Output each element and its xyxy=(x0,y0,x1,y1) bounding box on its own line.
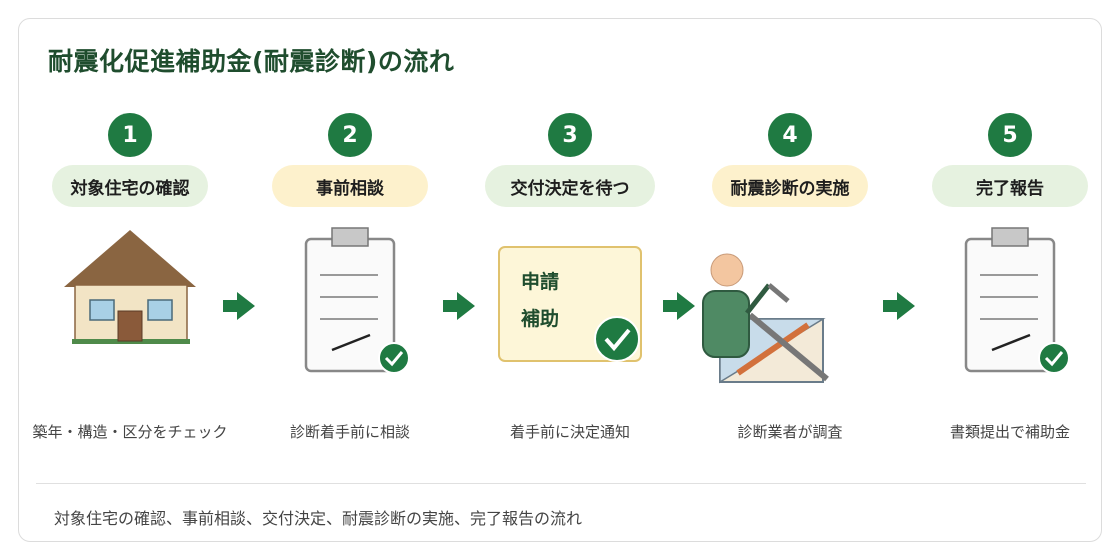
arrow-right-icon xyxy=(663,292,695,320)
step-label-1: 対象住宅の確認 xyxy=(52,165,208,207)
page-title: 耐震化促進補助金(耐震診断)の流れ xyxy=(48,47,455,76)
application-line-2: 補助 xyxy=(520,307,559,330)
arrow-right-icon xyxy=(883,292,915,320)
step-number-4: 4 xyxy=(768,113,812,157)
application-form-icon: 申請 補助 xyxy=(498,246,642,362)
step-label-4: 耐震診断の実施 xyxy=(712,165,868,207)
step-description-4: 診断業者が調査 xyxy=(737,423,843,441)
clipboard-check-icon xyxy=(304,227,410,374)
step-number-5: 5 xyxy=(988,113,1032,157)
step-4: 4 耐震診断の実施 診断業者が調査 xyxy=(690,113,890,453)
clipboard-check-icon xyxy=(964,227,1070,374)
arrow-right-icon xyxy=(223,292,255,320)
divider xyxy=(36,483,1086,484)
step-1: 1 対象住宅の確認 築年・構造・区分をチェック xyxy=(30,113,230,453)
step-number-2: 2 xyxy=(328,113,372,157)
step-description-3: 着手前に決定通知 xyxy=(509,423,630,441)
arrow-right-icon xyxy=(443,292,475,320)
step-number-1: 1 xyxy=(108,113,152,157)
step-description-1: 築年・構造・区分をチェック xyxy=(32,423,228,441)
application-line-1: 申請 xyxy=(521,270,559,293)
step-number-3: 3 xyxy=(548,113,592,157)
step-5: 5 完了報告 書類提出で補助金 xyxy=(910,113,1110,453)
inspector-survey-icon xyxy=(702,253,829,384)
step-2: 2 事前相談 診断着手前に相談 xyxy=(250,113,450,453)
flow-caption: 対象住宅の確認、事前相談、交付決定、耐震診断の実施、完了報告の流れ xyxy=(54,509,583,528)
step-3: 3 交付決定を待つ 申請 補助 着手前に決定通知 xyxy=(470,113,670,453)
step-description-2: 診断着手前に相談 xyxy=(289,423,410,441)
house-icon xyxy=(64,230,196,344)
step-label-3: 交付決定を待つ xyxy=(485,165,655,207)
step-label-2: 事前相談 xyxy=(272,165,428,207)
step-description-5: 書類提出で補助金 xyxy=(949,423,1070,441)
step-label-5: 完了報告 xyxy=(932,165,1088,207)
